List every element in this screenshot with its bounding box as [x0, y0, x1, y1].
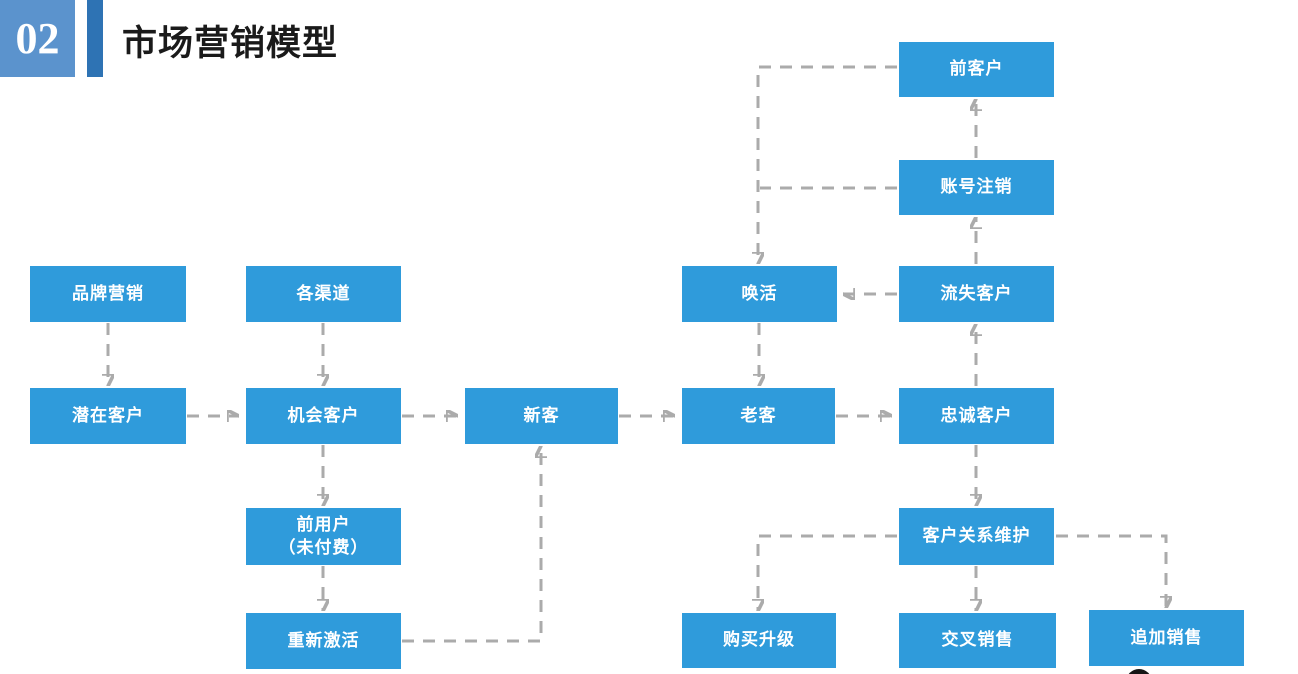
node-label: 新客 — [523, 405, 560, 425]
node-opportunity-customers: 机会客户 — [246, 388, 401, 444]
node-label: 潜在客户 — [72, 405, 144, 425]
node-label: 品牌营销 — [72, 283, 144, 303]
node-account-cancellation: 账号注销 — [899, 160, 1054, 215]
node-reactivate: 重新激活 — [246, 613, 401, 669]
node-cross-selling: 交叉销售 — [899, 613, 1056, 668]
node-label: 交叉销售 — [941, 630, 1014, 650]
node-channels: 各渠道 — [246, 266, 401, 322]
node-churned-customers: 流失客户 — [899, 266, 1054, 322]
arrow-reactivate-to-new-customers — [402, 446, 541, 643]
node-label: 流失客户 — [940, 283, 1013, 303]
node-label: 忠诚客户 — [940, 405, 1013, 425]
node-label: 老客 — [740, 405, 777, 425]
node-label: 各渠道 — [296, 283, 351, 303]
node-purchase-upgrade: 购买升级 — [682, 613, 836, 668]
node-sublabel: （未付费） — [278, 537, 369, 557]
node-label: 账号注销 — [940, 177, 1013, 197]
node-new-customers: 新客 — [465, 388, 618, 444]
node-potential-customers: 潜在客户 — [30, 388, 186, 444]
node-label: 机会客户 — [287, 405, 360, 425]
title-accent-bar — [87, 0, 103, 77]
node-label: 客户关系维护 — [922, 526, 1031, 546]
node-label: 购买升级 — [723, 630, 795, 650]
node-wake-activation: 唤活 — [682, 266, 837, 322]
arrow-crm-to-purchase-upgrade — [758, 534, 897, 611]
node-old-customers: 老客 — [682, 388, 835, 444]
node-customer-relationship-maintenance: 客户关系维护 — [899, 508, 1054, 565]
section-number-badge: 02 — [0, 0, 75, 77]
node-loyal-customers: 忠诚客户 — [899, 388, 1054, 444]
node-brand-marketing: 品牌营销 — [30, 266, 186, 322]
node-label: 前用户 — [296, 514, 351, 534]
arrow-crm-to-upselling — [1056, 534, 1166, 608]
dark-circle-decoration — [1126, 669, 1152, 674]
section-number: 02 — [15, 14, 60, 63]
node-former-customers: 前客户 — [899, 42, 1054, 97]
node-label: 前客户 — [949, 59, 1004, 79]
page-title: 市场营销模型 — [122, 23, 339, 63]
node-label: 重新激活 — [287, 630, 360, 650]
arrow-former-customers-to-wake-activation — [758, 65, 897, 264]
node-former-users-unpaid: 前用户 （未付费） — [246, 508, 401, 565]
node-upselling: 追加销售 — [1089, 610, 1244, 666]
node-label: 追加销售 — [1130, 627, 1203, 647]
node-label: 唤活 — [741, 283, 778, 303]
